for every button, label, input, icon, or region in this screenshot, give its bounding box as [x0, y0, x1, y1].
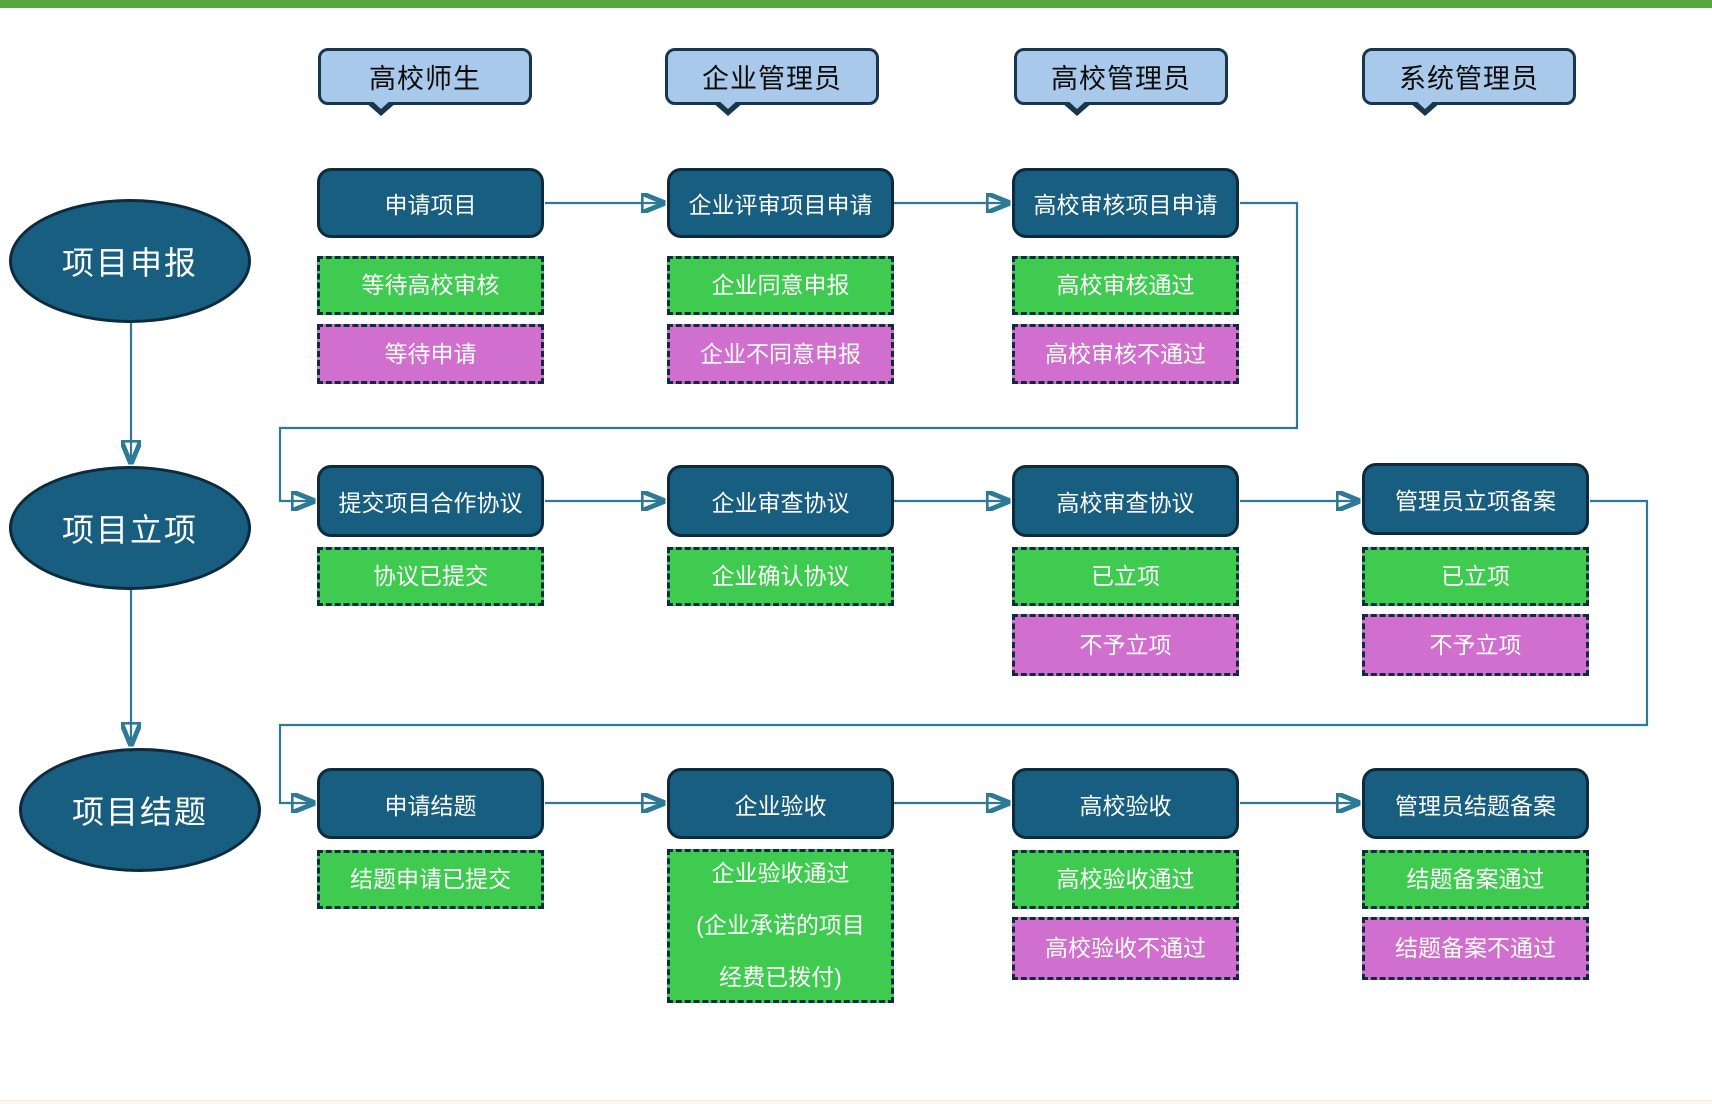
status-badge-success: 协议已提交: [317, 547, 544, 606]
phase-label: 项目立项: [61, 512, 198, 548]
step-node-apply-project: 申请项目: [317, 168, 544, 238]
status-badge-fail: 结题备案不通过: [1362, 917, 1589, 980]
step-title: 申请结题: [384, 792, 477, 819]
status-text: 已立项: [1441, 563, 1510, 590]
step-title: 高校验收: [1079, 792, 1172, 819]
status-badge-fail: 不予立项: [1362, 614, 1589, 676]
step-node-university-acceptance: 高校验收: [1012, 768, 1239, 839]
status-text: 等待高校审核: [361, 272, 500, 299]
phase-ellipse-declare: 项目申报: [9, 199, 251, 323]
status-text: 企业验收通过 (企业承诺的项目 经费已拨付): [696, 860, 865, 990]
status-text: 结题备案不通过: [1395, 935, 1556, 962]
role-callout-university-admin: 高校管理员: [1014, 48, 1228, 116]
status-badge-success: 企业同意申报: [667, 256, 894, 315]
role-callout-university-staff: 高校师生: [318, 48, 532, 116]
status-badge-success: 结题备案通过: [1362, 850, 1589, 909]
step-title: 高校审查协议: [1056, 490, 1195, 516]
status-badge-fail: 高校审核不通过: [1012, 324, 1239, 384]
step-title: 企业评审项目申请: [688, 192, 873, 218]
status-text: 结题备案通过: [1406, 866, 1545, 893]
status-text: 高校验收不通过: [1045, 935, 1206, 962]
step-node-enterprise-review-application: 企业评审项目申请: [667, 168, 894, 238]
step-node-enterprise-acceptance: 企业验收: [667, 768, 894, 839]
phase-ellipse-conclude: 项目结题: [19, 748, 261, 872]
phase-ellipse-approve: 项目立项: [9, 466, 251, 590]
status-text: 不予立项: [1079, 631, 1172, 658]
step-title: 提交项目合作协议: [338, 490, 523, 516]
role-label: 高校师生: [369, 64, 481, 94]
step-title: 高校审核项目申请: [1033, 192, 1218, 218]
step-node-apply-conclusion: 申请结题: [317, 768, 544, 839]
step-node-university-audit-application: 高校审核项目申请: [1012, 168, 1239, 238]
status-badge-fail: 高校验收不通过: [1012, 917, 1239, 980]
step-title: 企业审查协议: [711, 490, 850, 516]
step-node-admin-project-record: 管理员立项备案: [1362, 463, 1589, 535]
status-text: 等待申请: [384, 340, 477, 367]
top-accent-bar: [0, 0, 1712, 8]
arrow-row2-to-row3: [278, 499, 1649, 803]
status-badge-success: 高校审核通过: [1012, 256, 1239, 315]
status-badge-fail: 等待申请: [317, 324, 544, 384]
step-node-enterprise-check-agreement: 企业审查协议: [667, 465, 894, 537]
status-text: 协议已提交: [373, 563, 488, 590]
step-title: 管理员结题备案: [1395, 792, 1556, 819]
status-badge-success: 企业确认协议: [667, 547, 894, 606]
step-title: 申请项目: [384, 192, 477, 218]
status-badge-success: 已立项: [1012, 547, 1239, 606]
bottom-strip: [0, 1100, 1712, 1104]
status-badge-success: 已立项: [1362, 547, 1589, 606]
step-node-admin-conclusion-record: 管理员结题备案: [1362, 768, 1589, 839]
role-callout-enterprise-admin: 企业管理员: [665, 48, 879, 116]
step-title: 管理员立项备案: [1395, 488, 1556, 514]
status-badge-fail: 不予立项: [1012, 614, 1239, 676]
status-text: 不予立项: [1429, 631, 1522, 658]
step-node-submit-cooperation-agreement: 提交项目合作协议: [317, 465, 544, 537]
step-title: 企业验收: [734, 792, 827, 819]
status-text: 已立项: [1091, 563, 1160, 590]
status-text: 企业同意申报: [711, 272, 850, 299]
status-text: 企业不同意申报: [700, 340, 861, 367]
status-badge-success: 等待高校审核: [317, 256, 544, 315]
status-text: 企业确认协议: [711, 563, 850, 590]
role-label: 高校管理员: [1051, 64, 1191, 94]
role-callout-system-admin: 系统管理员: [1362, 48, 1576, 116]
status-text: 高校审核通过: [1056, 272, 1195, 299]
status-badge-success: 企业验收通过 (企业承诺的项目 经费已拨付): [667, 849, 894, 1003]
status-text: 结题申请已提交: [350, 866, 511, 893]
status-text: 高校验收通过: [1056, 866, 1195, 893]
role-label: 系统管理员: [1399, 64, 1539, 94]
status-badge-fail: 企业不同意申报: [667, 324, 894, 384]
phase-label: 项目申报: [61, 245, 198, 281]
step-node-university-check-agreement: 高校审查协议: [1012, 465, 1239, 537]
status-badge-success: 结题申请已提交: [317, 850, 544, 909]
phase-label: 项目结题: [71, 794, 208, 830]
arrow-row1-to-row2: [278, 201, 1299, 501]
status-text: 高校审核不通过: [1045, 340, 1206, 367]
status-badge-success: 高校验收通过: [1012, 850, 1239, 909]
role-label: 企业管理员: [702, 64, 842, 94]
